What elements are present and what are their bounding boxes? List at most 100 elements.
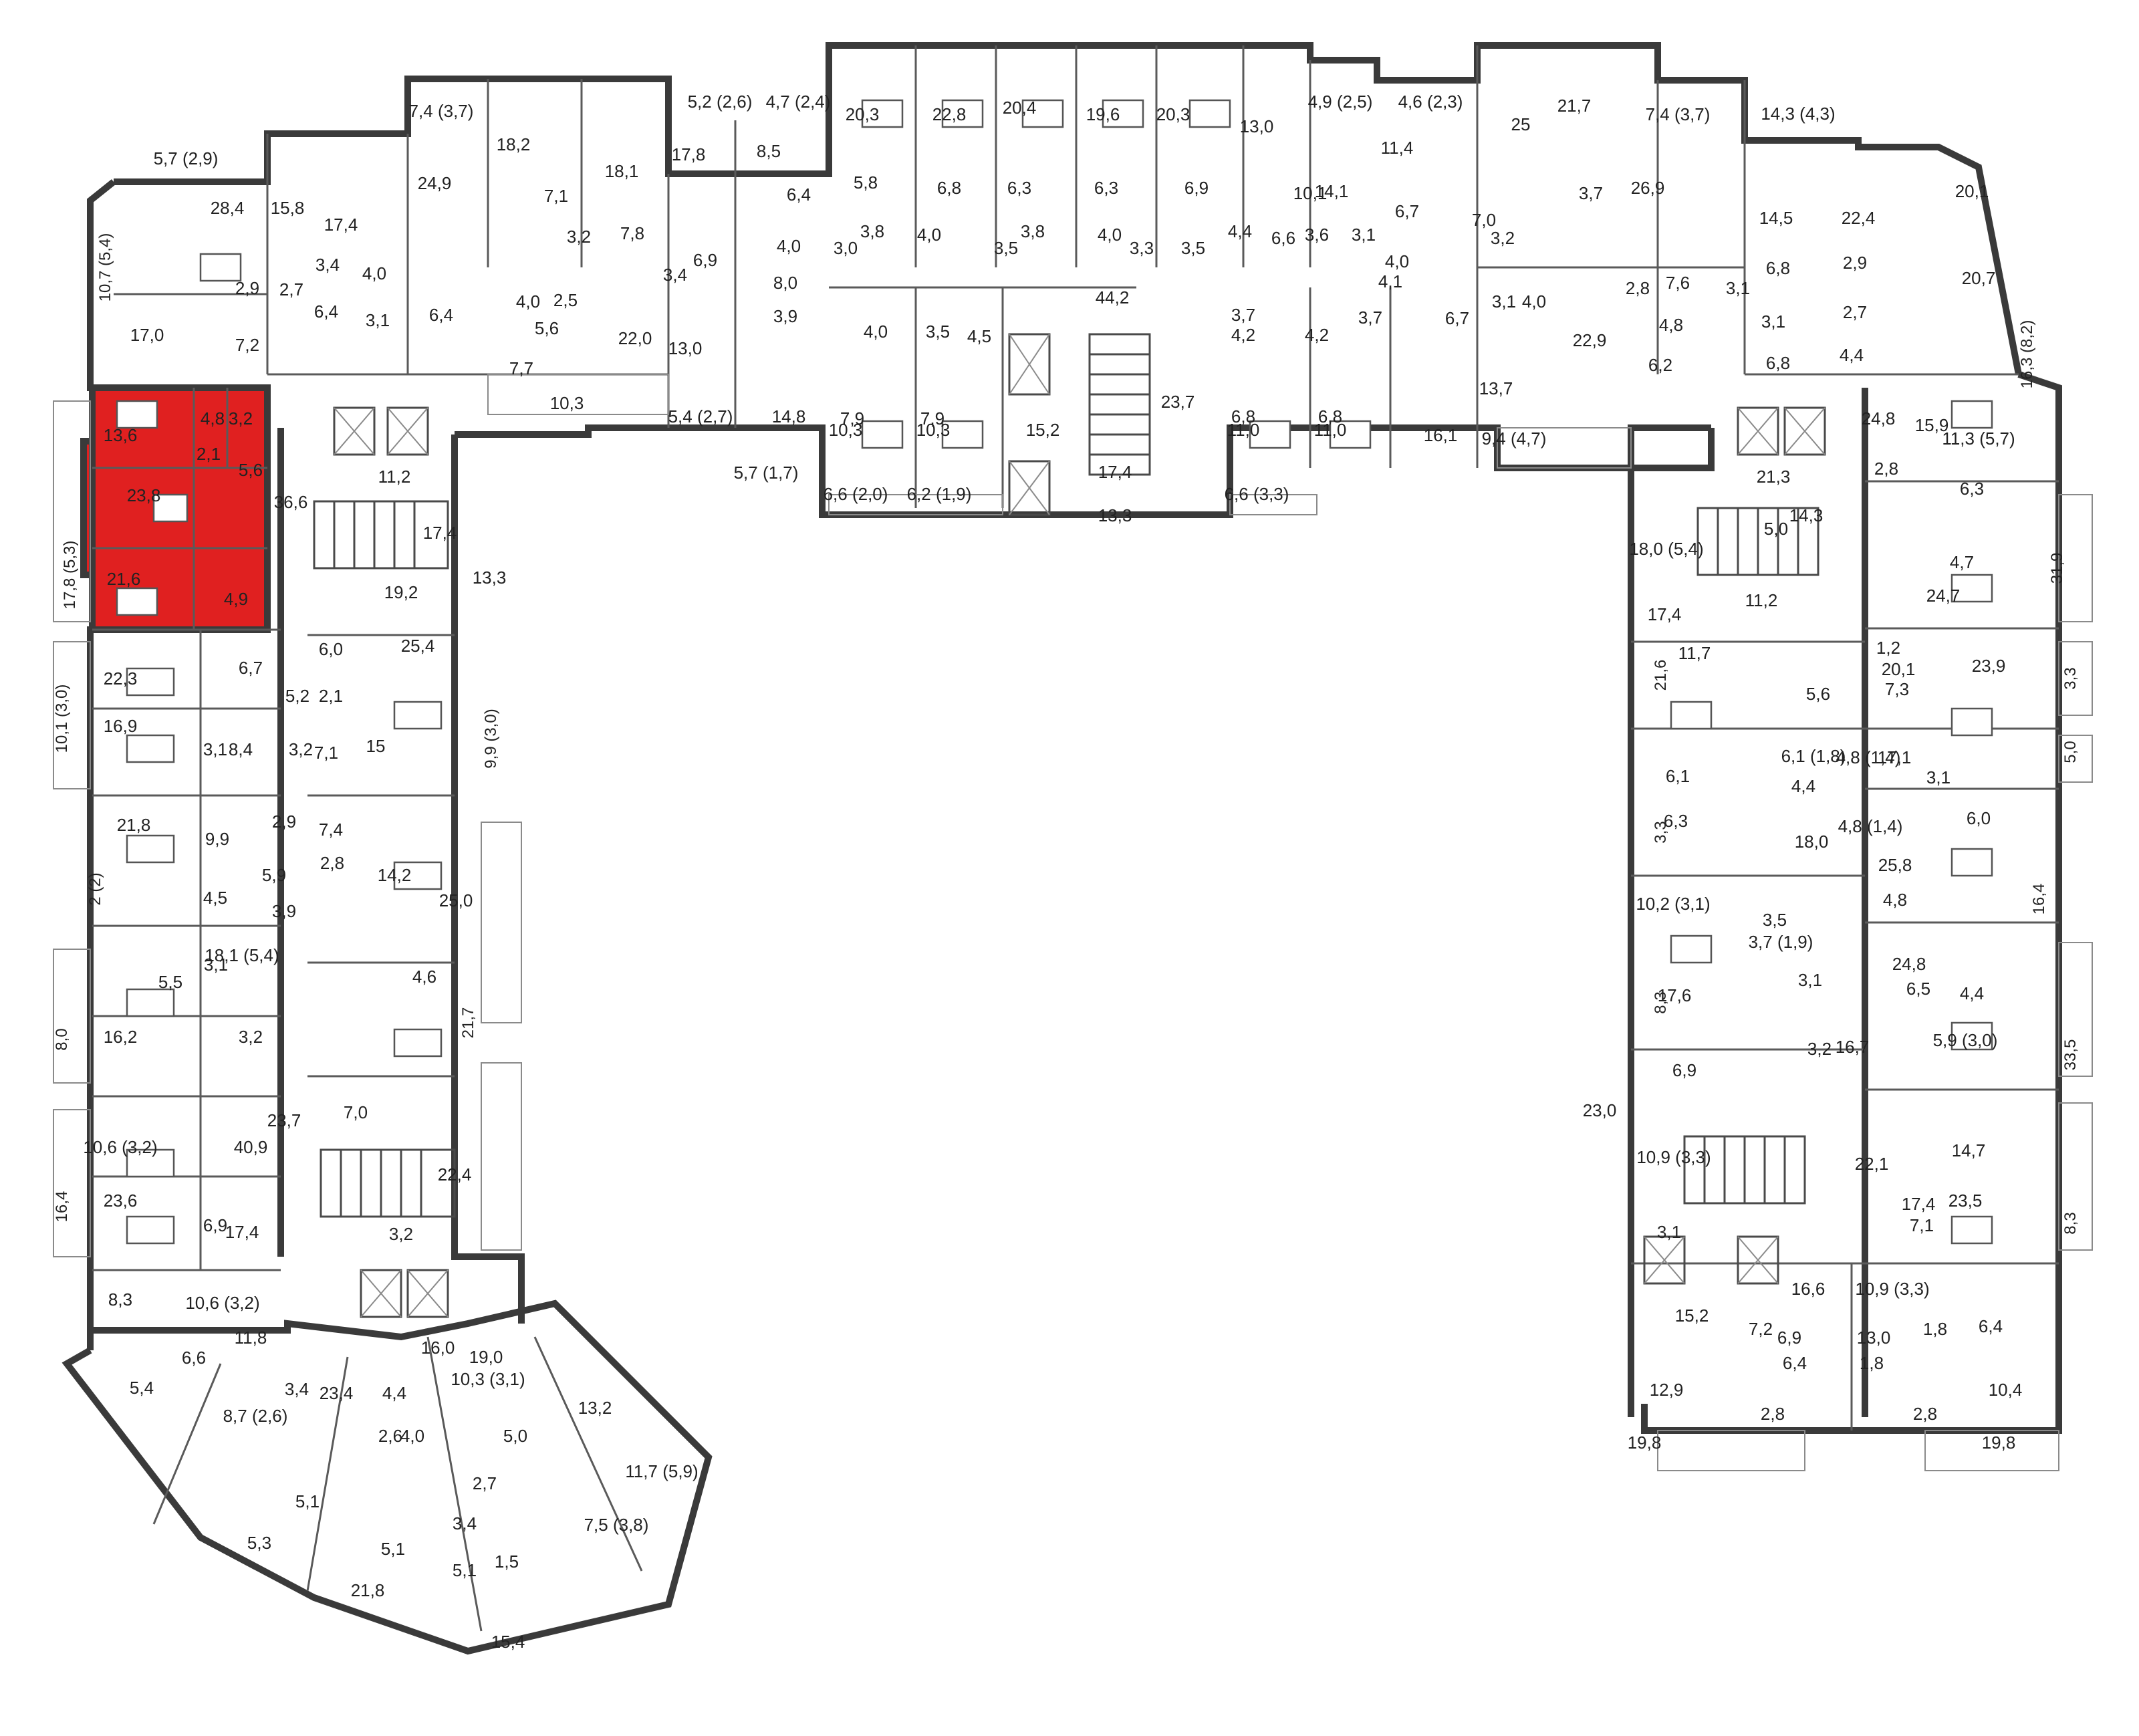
area-label: 6,6 (3,3) xyxy=(1225,484,1289,504)
highlighted-area-label: 5,6 xyxy=(239,460,263,480)
furniture xyxy=(116,99,1993,1245)
area-label: 3,2 xyxy=(1807,1039,1832,1059)
area-label: 3,1 xyxy=(366,310,390,330)
area-label: 8,7 (2,6) xyxy=(223,1406,288,1426)
area-label: 6,4 xyxy=(1979,1316,2003,1336)
area-label: 4,1 xyxy=(1378,271,1402,291)
area-label: 3,4 xyxy=(453,1513,477,1533)
area-label: 4,0 xyxy=(1385,251,1409,271)
area-label: 4,5 xyxy=(967,326,991,346)
area-label: 18,1 xyxy=(605,161,639,181)
area-label: 17,6 xyxy=(1658,985,1692,1005)
area-label: 4,4 xyxy=(1791,776,1815,796)
area-label: 15,4 xyxy=(491,1632,525,1652)
area-label: 5,3 xyxy=(247,1533,271,1553)
area-label: 14,8 xyxy=(772,406,806,426)
area-label: 6,3 xyxy=(1960,479,1984,499)
area-label: 4,7 xyxy=(1950,552,1974,572)
area-label: 7,9 xyxy=(920,408,945,428)
area-label: 8,0 xyxy=(773,273,797,293)
area-label: 21,6 xyxy=(1652,660,1670,691)
area-label: 13,3 xyxy=(473,568,507,588)
area-label: 11,4 xyxy=(1381,138,1414,158)
area-label: 19,8 xyxy=(1982,1433,2016,1453)
area-label: 4,0 xyxy=(917,225,941,245)
area-label: 6,1 xyxy=(1666,766,1690,786)
area-label: 4,7 (2,4) xyxy=(766,92,831,112)
area-label: 3,5 xyxy=(926,322,950,342)
area-label: 24,8 xyxy=(1892,954,1926,974)
area-label: 7,0 xyxy=(1472,210,1496,230)
area-label: 14,3 xyxy=(1789,505,1823,525)
area-label: 2,1 xyxy=(319,686,343,706)
highlighted-area-label: 21,6 xyxy=(107,569,141,589)
highlighted-area-label: 13,6 xyxy=(104,425,138,445)
area-label: 10,9 (3,3) xyxy=(1636,1147,1711,1167)
balconies xyxy=(53,374,2093,1471)
area-label: 18,0 (5,4) xyxy=(1629,539,1703,559)
area-label: 2 (2) xyxy=(86,872,104,905)
area-label: 6,7 xyxy=(239,658,263,678)
area-label: 3,5 xyxy=(1763,910,1787,930)
area-label: 3,2 xyxy=(567,227,591,247)
area-label: 18,2 xyxy=(497,134,531,154)
area-label: 6,8 xyxy=(1231,406,1255,426)
highlighted-area-label: 23,8 xyxy=(127,485,161,505)
area-label: 6,6 xyxy=(1271,228,1295,248)
area-label: 8,3 xyxy=(108,1289,132,1310)
area-label: 12,9 xyxy=(1650,1380,1684,1400)
area-label: 3,3 xyxy=(1652,821,1670,843)
area-label: 7,8 xyxy=(620,223,644,243)
area-label: 19,2 xyxy=(384,582,418,602)
area-label: 5,1 xyxy=(295,1491,320,1511)
area-label: 16,1 xyxy=(1424,425,1458,445)
area-label: 3,2 xyxy=(389,1224,413,1244)
area-label: 10,2 (3,1) xyxy=(1636,894,1710,914)
area-label: 11,3 (5,7) xyxy=(1942,428,2015,449)
area-label: 23,7 xyxy=(267,1110,301,1130)
area-label: 4,9 (2,5) xyxy=(1308,92,1373,112)
area-label: 18,1 (5,4) xyxy=(205,945,279,965)
area-label: 13,2 xyxy=(578,1398,612,1418)
area-label: 7,7 xyxy=(509,358,533,378)
area-label: 4,0 xyxy=(777,236,801,256)
area-label: 25,4 xyxy=(401,636,435,656)
area-label: 5,4 (2,7) xyxy=(668,406,733,426)
area-label: 11,7 (5,9) xyxy=(625,1461,698,1481)
area-label: 2,9 xyxy=(235,278,259,298)
area-label: 8,4 xyxy=(229,739,253,759)
area-label: 17,0 xyxy=(130,325,164,345)
stairwells xyxy=(313,333,1819,1218)
area-label: 6,6 (2,0) xyxy=(824,484,888,504)
area-label: 3,0 xyxy=(834,238,858,258)
area-label: 3,8 xyxy=(1021,221,1045,241)
stair-left-lower xyxy=(320,1148,456,1218)
stair-right-lower xyxy=(1683,1135,1806,1205)
area-label: 16,3 (8,2) xyxy=(2018,320,2036,389)
area-label: 17,4 xyxy=(423,523,457,543)
area-label: 2,8 xyxy=(1874,459,1898,479)
area-label: 2,8 xyxy=(320,853,344,873)
area-label: 17,4 xyxy=(225,1222,259,1242)
area-label: 3,1 xyxy=(1492,291,1516,312)
area-label: 3,2 xyxy=(289,739,313,759)
area-label: 5,9 (3,0) xyxy=(1933,1030,1998,1050)
area-label: 26,9 xyxy=(1631,178,1665,198)
stair-right-upper xyxy=(1696,507,1819,576)
area-label: 22,0 xyxy=(618,328,652,348)
area-label: 5,0 xyxy=(503,1426,527,1446)
area-label: 4,4 xyxy=(1840,345,1864,365)
area-label: 10,1 (3,0) xyxy=(53,685,71,753)
area-label: 10,6 (3,2) xyxy=(185,1293,259,1313)
area-label: 21,7 xyxy=(1557,96,1592,116)
highlighted-area-label: 4,8 xyxy=(201,408,225,428)
area-label: 3,7 xyxy=(1358,307,1382,328)
area-label: 5,5 xyxy=(158,972,182,992)
area-label: 3,9 xyxy=(272,901,296,921)
area-label: 3,6 xyxy=(1305,225,1329,245)
area-label: 16,4 xyxy=(53,1191,71,1223)
area-label: 3,2 xyxy=(1491,228,1515,248)
area-label: 6,3 xyxy=(1094,178,1118,198)
area-label: 23,7 xyxy=(1161,392,1195,412)
